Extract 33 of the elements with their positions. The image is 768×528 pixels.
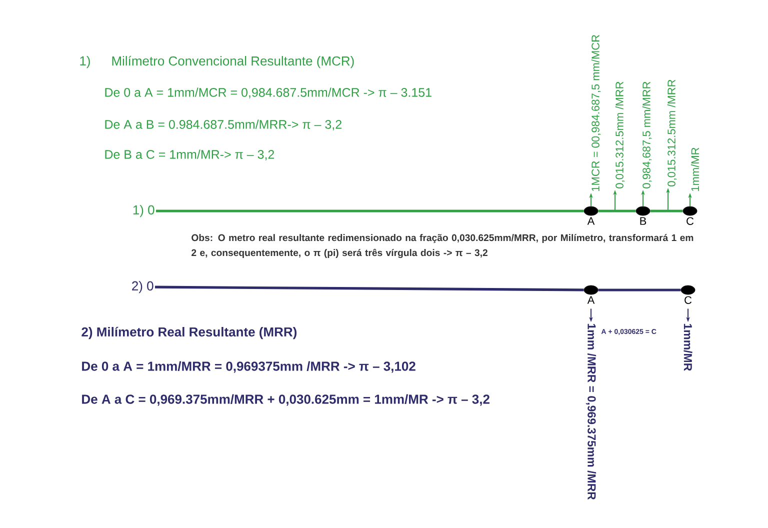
- list-number: 1): [80, 56, 90, 68]
- formula-text: De 0 a A = 1mm/MCR = 0,984.687.5mm/MCR -> π – 3.151: [105, 88, 432, 98]
- measure-label: 0,015.312.5mm /MRR: [615, 82, 625, 188]
- section-heading: Milímetro Convencional Resultante (MCR): [112, 56, 354, 68]
- point-letter: B: [640, 217, 646, 225]
- point-letter: C: [684, 296, 692, 304]
- axis-line: [598, 288, 681, 292]
- axis-line: [156, 210, 584, 212]
- axis-origin-label: 1) 0: [133, 204, 154, 218]
- axis-line: [155, 286, 584, 292]
- measure-label: 0,015.312.5mm /MRR: [667, 80, 677, 186]
- point-marker: [680, 285, 696, 295]
- point-marker: [584, 285, 598, 295]
- section-heading: 2) Milímetro Real Resultante (MRR): [82, 326, 297, 340]
- axis-origin-label: 2) 0: [132, 280, 154, 294]
- measure-label: 1MCR = 00,984.687,5 mm/MCR: [591, 34, 601, 191]
- formula-text: De 0 a A = 1mm/MRR = 0,969375mm /MRR -> π – 3,102: [82, 361, 416, 373]
- point-marker: [682, 206, 698, 216]
- point-letter: A: [587, 217, 595, 225]
- formula-text: De A a B = 0.984.687.5mm/MRR-> π – 3,2: [105, 120, 342, 130]
- measure-label: 0,984,687,5 mm/MRR: [642, 82, 652, 188]
- note-text: Obs: O metro real resultante redimensionado na fração 0,030.625mm/MRR, por Milímetro, transformará 1 em 2 e, consequentemente, o π (pi) será três vírgula dois -> π – 3,2: [192, 234, 694, 258]
- axis-line: [650, 210, 683, 212]
- measure-label: 1mm /MRR = 0,969.375mm /MRR: [586, 324, 596, 500]
- point-letter: A: [587, 296, 595, 304]
- point-letter: C: [686, 217, 694, 225]
- measure-label: 1mm/MR: [684, 324, 692, 371]
- axis-line: [598, 210, 636, 212]
- point-marker: [636, 206, 650, 216]
- formula-text: De A a C = 0,969.375mm/MRR + 0,030.625mm = 1mm/MR -> π – 3,2: [82, 394, 490, 406]
- point-marker: [584, 206, 598, 216]
- measure-label: 1mm/MR: [690, 148, 700, 191]
- formula-text: De B a C = 1mm/MR-> π – 3,2: [105, 150, 274, 160]
